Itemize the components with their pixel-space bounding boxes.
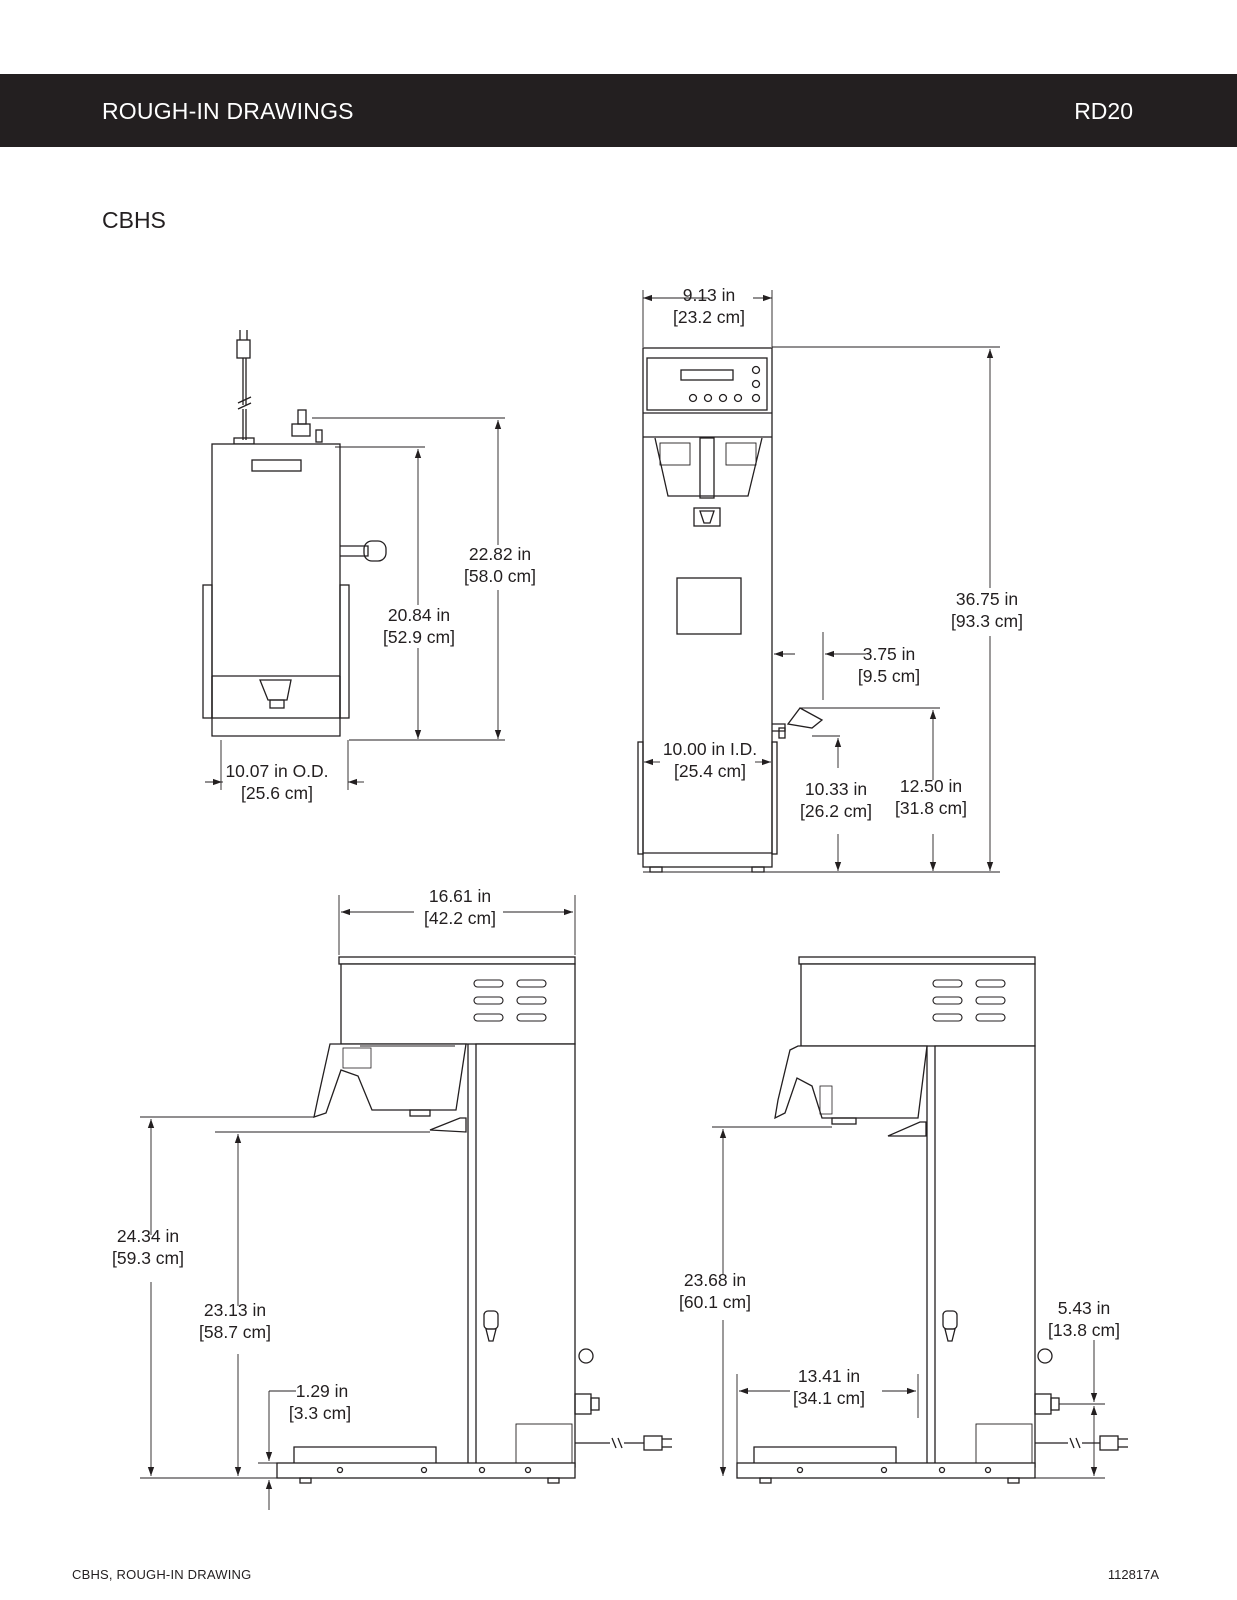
dim-16-61-in: 16.61 in — [429, 886, 491, 906]
dim-3-75-cm: [9.5 cm] — [858, 666, 920, 686]
dim-23-13-in: 23.13 in — [204, 1300, 266, 1320]
dim-23-68-in: 23.68 in — [684, 1270, 746, 1290]
document-code: RD20 — [1074, 98, 1133, 124]
dim-9-13-in: 9.13 in — [683, 285, 736, 305]
dim-12-50-cm: [31.8 cm] — [895, 798, 967, 818]
dim-5-43-cm: [13.8 cm] — [1048, 1320, 1120, 1340]
model-name: CBHS — [102, 207, 166, 233]
page-title: ROUGH-IN DRAWINGS — [102, 98, 354, 124]
dim-20-84-in: 20.84 in — [388, 605, 450, 625]
dim-36-75-in: 36.75 in — [956, 589, 1018, 609]
side-view-right — [712, 956, 1128, 1484]
dim-22-82-in: 22.82 in — [469, 544, 531, 564]
dim-12-50-in: 12.50 in — [900, 776, 962, 796]
dim-20-84-cm: [52.9 cm] — [383, 627, 455, 647]
dim-10-07-cm: [25.6 cm] — [241, 783, 313, 803]
dim-10-07-in: 10.07 in O.D. — [225, 761, 328, 781]
dim-22-82-cm: [58.0 cm] — [464, 566, 536, 586]
front-view — [637, 290, 1000, 873]
dim-23-68-cm: [60.1 cm] — [679, 1292, 751, 1312]
dim-3-75-in: 3.75 in — [863, 644, 916, 664]
dim-10-33-in: 10.33 in — [805, 779, 867, 799]
front-view-dimension-lines — [643, 294, 994, 871]
dim-16-61-cm: [42.2 cm] — [424, 908, 496, 928]
water-inlet-icon — [291, 409, 323, 443]
dim-23-13-cm: [58.7 cm] — [199, 1322, 271, 1342]
dim-13-41-in: 13.41 in — [798, 1366, 860, 1386]
footer-code: 112817A — [1107, 1567, 1159, 1582]
top-view-dimension-lines — [205, 420, 502, 786]
side-view-left-dimension-lines — [147, 908, 573, 1510]
dim-24-34-cm: [59.3 cm] — [112, 1248, 184, 1268]
dim-5-43-in: 5.43 in — [1058, 1298, 1111, 1318]
dim-1-29-cm: [3.3 cm] — [289, 1403, 351, 1423]
dim-9-13-cm: [23.2 cm] — [673, 307, 745, 327]
dim-24-34-in: 24.34 in — [117, 1226, 179, 1246]
dimension-labels: 22.82 in [58.0 cm] 20.84 in [52.9 cm] 10… — [112, 285, 1120, 1423]
dim-10-33-cm: [26.2 cm] — [800, 801, 872, 821]
side-view-left — [140, 895, 672, 1484]
dim-10-00-cm: [25.4 cm] — [674, 761, 746, 781]
dim-13-41-cm: [34.1 cm] — [793, 1388, 865, 1408]
header-bar: ROUGH-IN DRAWINGS RD20 — [0, 74, 1237, 147]
footer-label: CBHS, ROUGH-IN DRAWING — [72, 1567, 252, 1582]
dim-10-00-in: 10.00 in I.D. — [663, 739, 757, 759]
side-view-right-dimension-lines — [719, 1129, 1098, 1476]
power-plug-icon — [233, 330, 255, 445]
dim-36-75-cm: [93.3 cm] — [951, 611, 1023, 631]
dim-1-29-in: 1.29 in — [296, 1381, 349, 1401]
top-view — [202, 330, 505, 790]
